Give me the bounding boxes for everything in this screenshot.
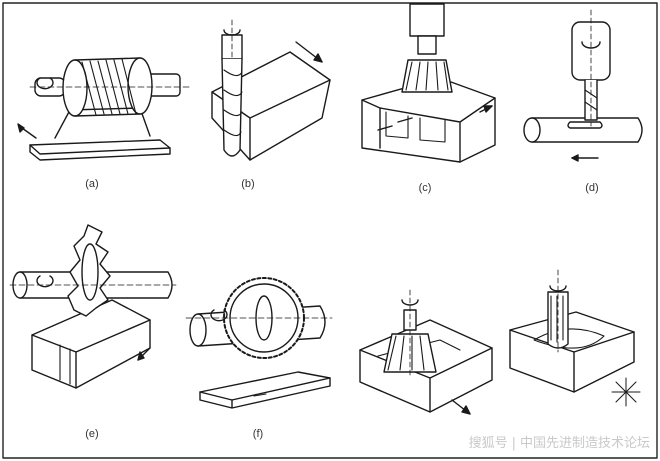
panel-label-e: (e)	[85, 428, 99, 440]
feed-arrow-icon	[17, 123, 25, 133]
watermark: 搜狐号|中国先进制造技术论坛	[468, 436, 650, 451]
panel-label-c: (c)	[418, 182, 432, 194]
feed-arrow-icon	[313, 53, 323, 63]
panel-a-plain-milling	[17, 57, 191, 161]
feed-arrow-icon	[461, 405, 471, 415]
watermark-name: 中国先进制造技术论坛	[519, 436, 650, 451]
panel-label-d: (d)	[585, 182, 599, 194]
feed-arrow-icon	[571, 154, 579, 162]
panel-h-profile-milling	[509, 269, 641, 407]
panel-label-b: (b)	[241, 178, 255, 190]
panel-f-cutoff-milling	[185, 277, 333, 409]
panel-g-angle-milling	[359, 289, 493, 415]
watermark-brand: 搜狐号	[468, 436, 508, 451]
feed-arrow-icon	[137, 351, 145, 361]
axis-cross-icon	[611, 377, 641, 407]
panel-c-dovetail-milling	[361, 3, 496, 163]
panel-label-f: (f)	[252, 428, 264, 440]
feed-arrow-icon	[483, 105, 493, 113]
panel-e-slot-milling	[9, 224, 177, 389]
panel-label-a: (a)	[85, 178, 99, 190]
panel-b-end-milling	[211, 19, 331, 161]
panel-d-keyway-milling	[523, 9, 643, 162]
